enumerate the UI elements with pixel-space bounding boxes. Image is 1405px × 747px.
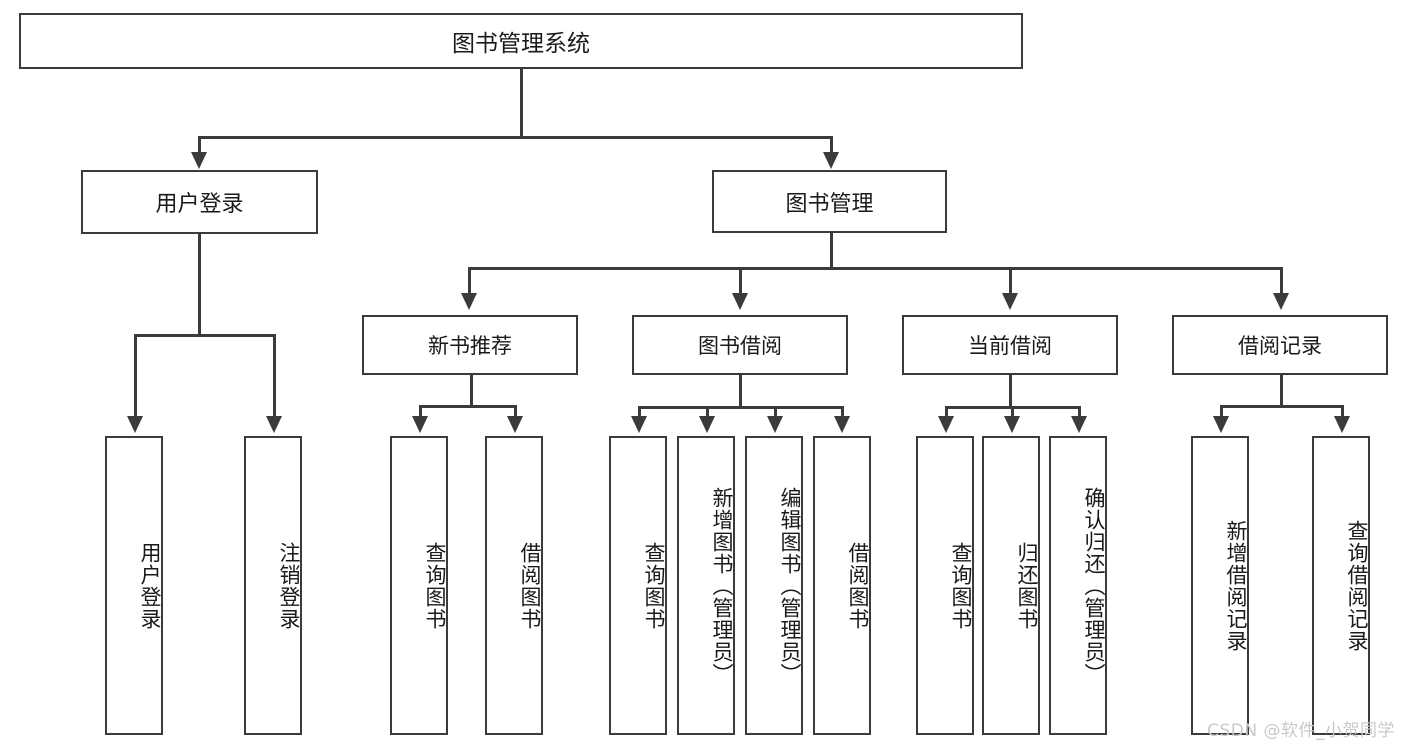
edge-book-mgmt-to-new-books	[468, 267, 471, 296]
edge-root-bus	[198, 136, 832, 139]
node-label: 当前借阅	[968, 334, 1052, 358]
node-label: 新书推荐	[428, 334, 512, 358]
leaf-borrow-books-new[interactable]: 借阅图书	[485, 436, 543, 735]
edge-records-to-leaf-1	[1220, 405, 1223, 419]
leaf-edit-book-admin[interactable]: 编辑图书（管理员）	[745, 436, 803, 735]
watermark: CSDN @软件_小贺同学	[1207, 721, 1395, 741]
arrow-current-to-leaf-1	[938, 416, 954, 433]
edge-current-to-leaf-3	[1078, 406, 1081, 419]
node-label: 借阅图书	[518, 541, 542, 630]
edge-root-stem	[520, 69, 523, 138]
edge-borrow-to-leaf-3	[774, 406, 777, 419]
node-label: 确认归还（管理员）	[1082, 486, 1106, 685]
edge-book-mgmt-to-records	[1280, 267, 1283, 296]
node-borrowing-records[interactable]: 借阅记录	[1172, 315, 1388, 375]
edge-book-mgmt-bus	[468, 267, 1282, 270]
edge-user-login-to-leaf-2	[273, 334, 276, 419]
node-label: 图书管理系统	[452, 31, 590, 57]
edge-user-login-to-leaf-1	[134, 334, 137, 419]
node-label: 借阅记录	[1238, 334, 1322, 358]
arrow-borrow-to-leaf-3	[767, 416, 783, 433]
edge-new-books-bus	[419, 405, 515, 408]
arrow-current-to-leaf-3	[1071, 416, 1087, 433]
edge-records-stem	[1280, 375, 1283, 407]
node-label: 用户登录	[155, 192, 244, 217]
edge-records-bus	[1220, 405, 1341, 408]
node-current-borrowing[interactable]: 当前借阅	[902, 315, 1118, 375]
node-new-book-recommendation[interactable]: 新书推荐	[362, 315, 578, 375]
arrow-root-to-user-login	[191, 152, 207, 169]
edge-user-login-stem	[198, 234, 201, 335]
arrow-root-to-book-mgmt	[823, 152, 839, 169]
arrow-book-mgmt-to-new-books	[461, 293, 477, 310]
edge-root-to-book-mgmt	[830, 136, 833, 157]
arrow-book-mgmt-to-records	[1273, 293, 1289, 310]
leaf-add-borrow-record[interactable]: 新增借阅记录	[1191, 436, 1249, 735]
node-label: 注销登录	[277, 541, 301, 630]
edge-new-books-to-leaf-1	[419, 405, 422, 419]
edge-new-books-stem	[470, 375, 473, 407]
leaf-user-login[interactable]: 用户登录	[105, 436, 163, 735]
node-user-login[interactable]: 用户登录	[81, 170, 318, 234]
node-label: 查询图书	[642, 541, 666, 630]
leaf-return-books[interactable]: 归还图书	[982, 436, 1040, 735]
leaf-confirm-return-admin[interactable]: 确认归还（管理员）	[1049, 436, 1107, 735]
leaf-query-borrow-record[interactable]: 查询借阅记录	[1312, 436, 1370, 735]
edge-borrow-to-leaf-2	[706, 406, 709, 419]
leaf-borrow-books[interactable]: 借阅图书	[813, 436, 871, 735]
node-label: 新增借阅记录	[1224, 519, 1248, 652]
node-book-management[interactable]: 图书管理	[712, 170, 947, 233]
arrow-borrow-to-leaf-1	[631, 416, 647, 433]
edge-records-to-leaf-2	[1341, 405, 1344, 419]
edge-new-books-to-leaf-2	[514, 405, 517, 419]
arrow-book-mgmt-to-borrow	[732, 293, 748, 310]
arrow-new-books-to-leaf-1	[412, 416, 428, 433]
edge-root-to-user-login	[198, 136, 201, 157]
edge-current-to-leaf-2	[1011, 406, 1014, 419]
edge-book-mgmt-stem	[830, 233, 833, 269]
node-label: 借阅图书	[846, 541, 870, 630]
arrow-current-to-leaf-2	[1004, 416, 1020, 433]
edge-user-login-bus	[134, 334, 275, 337]
leaf-query-books-new[interactable]: 查询图书	[390, 436, 448, 735]
edge-borrow-stem	[739, 375, 742, 408]
leaf-add-book-admin[interactable]: 新增图书（管理员）	[677, 436, 735, 735]
node-label: 查询图书	[949, 541, 973, 630]
node-label: 编辑图书（管理员）	[778, 486, 802, 685]
leaf-logout[interactable]: 注销登录	[244, 436, 302, 735]
node-label: 用户登录	[138, 541, 162, 630]
arrow-records-to-leaf-2	[1334, 416, 1350, 433]
leaf-query-books-current[interactable]: 查询图书	[916, 436, 974, 735]
node-book-borrowing[interactable]: 图书借阅	[632, 315, 848, 375]
node-label: 查询借阅记录	[1345, 519, 1369, 652]
arrow-borrow-to-leaf-4	[834, 416, 850, 433]
edge-borrow-to-leaf-1	[638, 406, 641, 419]
arrow-user-login-to-leaf-1	[127, 416, 143, 433]
edge-borrow-to-leaf-4	[841, 406, 844, 419]
arrow-book-mgmt-to-current	[1002, 293, 1018, 310]
edge-borrow-bus	[638, 406, 843, 409]
edge-book-mgmt-to-borrow	[739, 267, 742, 296]
arrow-records-to-leaf-1	[1213, 416, 1229, 433]
node-root-system[interactable]: 图书管理系统	[19, 13, 1023, 69]
edge-current-stem	[1009, 375, 1012, 408]
arrow-new-books-to-leaf-2	[507, 416, 523, 433]
arrow-user-login-to-leaf-2	[266, 416, 282, 433]
leaf-query-books-borrow[interactable]: 查询图书	[609, 436, 667, 735]
edge-current-to-leaf-1	[945, 406, 948, 419]
node-label: 新增图书（管理员）	[710, 486, 734, 685]
edge-book-mgmt-to-current	[1009, 267, 1012, 296]
node-label: 图书借阅	[698, 334, 782, 358]
arrow-borrow-to-leaf-2	[699, 416, 715, 433]
node-label: 查询图书	[423, 541, 447, 630]
node-label: 图书管理	[785, 191, 874, 217]
node-label: 归还图书	[1015, 541, 1039, 630]
